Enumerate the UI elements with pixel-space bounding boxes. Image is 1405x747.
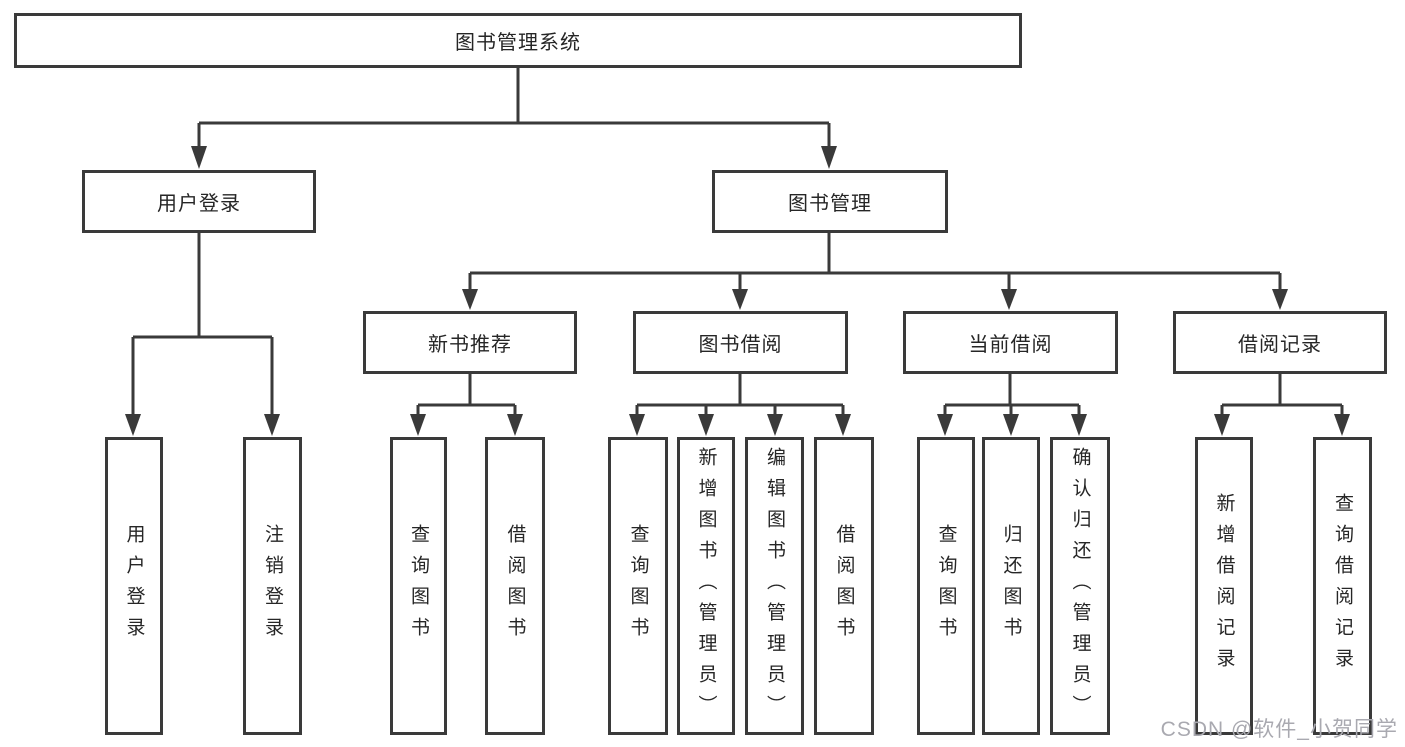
leaf-borrow-borrow-books: 借阅图书 bbox=[814, 437, 874, 735]
node-book-borrowing: 图书借阅 bbox=[633, 311, 848, 374]
leaf-record-query: 查询借阅记录 bbox=[1313, 437, 1372, 735]
leaf-borrow-add-books-admin-label: 新增图书（管理员） bbox=[695, 446, 717, 726]
leaf-borrow-edit-books-admin: 编辑图书（管理员） bbox=[745, 437, 804, 735]
node-new-book-recommend: 新书推荐 bbox=[363, 311, 577, 374]
leaf-borrow-query-books-label: 查询图书 bbox=[627, 524, 649, 648]
leaf-current-return-books: 归还图书 bbox=[982, 437, 1040, 735]
csdn-watermark: CSDN @软件_小贺同学 bbox=[1160, 718, 1398, 741]
leaf-record-query-label: 查询借阅记录 bbox=[1332, 493, 1353, 679]
node-root-label: 图书管理系统 bbox=[455, 32, 581, 54]
node-book-management-label: 图书管理 bbox=[788, 193, 872, 215]
node-user-login-label: 用户登录 bbox=[157, 193, 241, 215]
leaf-newbook-borrow-books: 借阅图书 bbox=[485, 437, 545, 735]
leaf-borrow-borrow-books-label: 借阅图书 bbox=[833, 524, 855, 648]
leaf-current-confirm-return-admin-label: 确认归还（管理员） bbox=[1069, 446, 1091, 726]
leaf-logout: 注销登录 bbox=[243, 437, 302, 735]
leaf-newbook-query-books: 查询图书 bbox=[390, 437, 447, 735]
node-root: 图书管理系统 bbox=[14, 13, 1022, 68]
leaf-user-login: 用户登录 bbox=[105, 437, 163, 735]
node-user-login: 用户登录 bbox=[82, 170, 316, 233]
node-borrowing-records-label: 借阅记录 bbox=[1238, 334, 1322, 356]
node-current-borrowing: 当前借阅 bbox=[903, 311, 1118, 374]
leaf-record-add-label: 新增借阅记录 bbox=[1213, 493, 1235, 679]
node-current-borrowing-label: 当前借阅 bbox=[968, 334, 1053, 356]
leaf-current-query-books: 查询图书 bbox=[917, 437, 975, 735]
leaf-current-return-books-label: 归还图书 bbox=[1000, 524, 1022, 648]
leaf-user-login-label: 用户登录 bbox=[123, 524, 145, 648]
leaf-current-confirm-return-admin: 确认归还（管理员） bbox=[1050, 437, 1110, 735]
node-borrowing-records: 借阅记录 bbox=[1173, 311, 1387, 374]
leaf-current-query-books-label: 查询图书 bbox=[935, 524, 957, 648]
leaf-borrow-add-books-admin: 新增图书（管理员） bbox=[677, 437, 735, 735]
leaf-record-add: 新增借阅记录 bbox=[1195, 437, 1253, 735]
leaf-logout-label: 注销登录 bbox=[262, 524, 283, 648]
node-book-management: 图书管理 bbox=[712, 170, 948, 233]
leaf-newbook-query-books-label: 查询图书 bbox=[408, 524, 429, 648]
leaf-newbook-borrow-books-label: 借阅图书 bbox=[504, 524, 526, 648]
leaf-borrow-edit-books-admin-label: 编辑图书（管理员） bbox=[764, 446, 785, 726]
node-new-book-label: 新书推荐 bbox=[428, 334, 512, 356]
node-book-borrowing-label: 图书借阅 bbox=[698, 334, 783, 356]
leaf-borrow-query-books: 查询图书 bbox=[608, 437, 668, 735]
